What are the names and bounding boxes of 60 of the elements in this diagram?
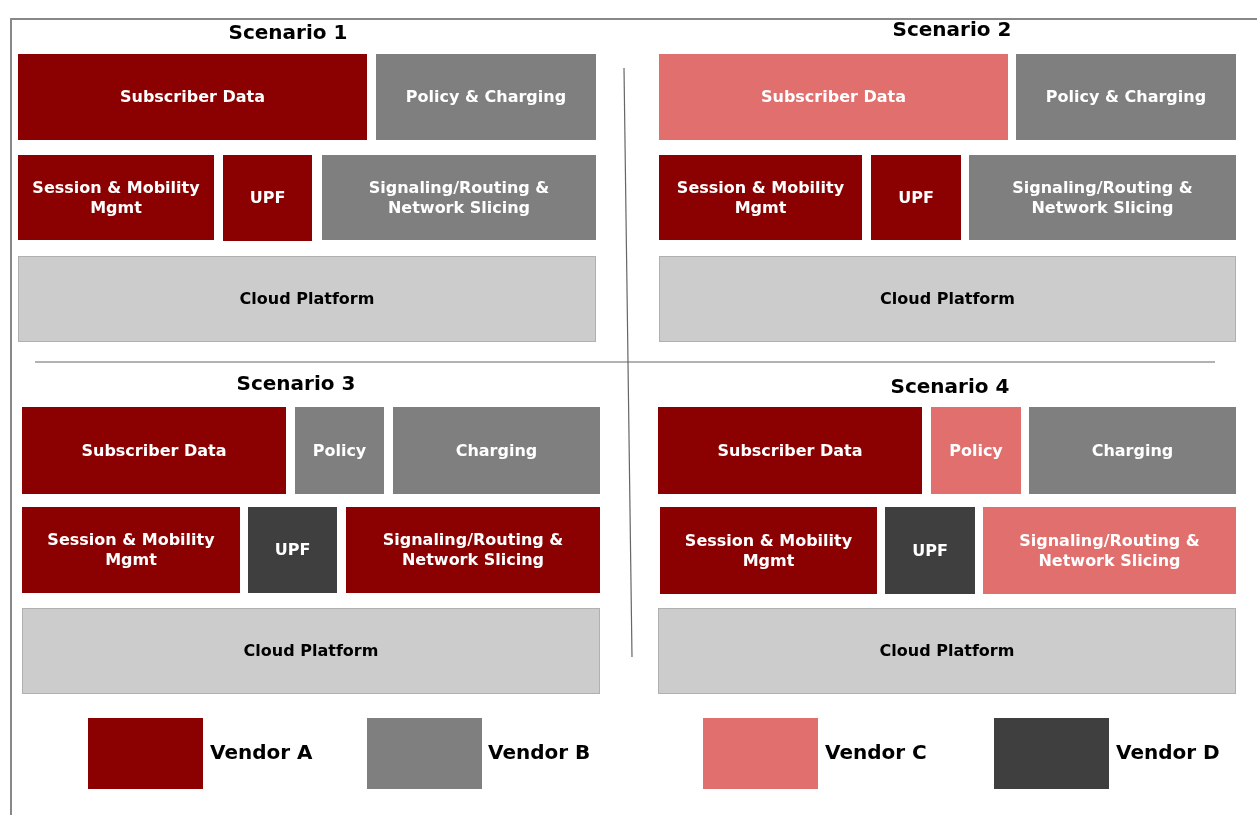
component-label: Session & Mobility Mgmt — [31, 177, 201, 218]
component-label: UPF — [911, 540, 949, 561]
component-label: Policy & Charging — [1044, 87, 1208, 107]
component-label: Cloud Platform — [238, 289, 376, 309]
component-label: UPF — [248, 188, 287, 208]
component-label: UPF — [897, 187, 935, 208]
component-box — [223, 155, 312, 241]
component-box — [22, 407, 286, 494]
component-label: Session & Mobility Mgmt — [683, 530, 854, 571]
component-box — [295, 407, 384, 494]
component-label: Subscriber Data — [716, 440, 864, 461]
component-label: UPF — [273, 540, 312, 560]
scenario-title: Scenario 3 — [236, 371, 356, 395]
component-box — [322, 155, 596, 240]
scenario-title: Scenario 1 — [228, 20, 348, 44]
component-box — [1016, 54, 1236, 140]
component-label: Subscriber Data — [118, 87, 266, 107]
component-box — [659, 155, 862, 240]
component-label: Policy & Charging — [404, 87, 568, 107]
scenario-title: Scenario 2 — [892, 17, 1012, 41]
platform-bar — [18, 256, 596, 342]
component-box — [18, 155, 214, 240]
component-box — [22, 507, 240, 593]
component-label: Charging — [454, 440, 539, 461]
component-label: Session & Mobility Mgmt — [46, 530, 216, 570]
component-box — [885, 507, 975, 594]
component-box — [931, 407, 1021, 494]
platform-bar — [22, 608, 600, 694]
component-box — [658, 407, 922, 494]
component-box — [393, 407, 600, 494]
component-label: Subscriber Data — [759, 87, 907, 107]
legend-label: Vendor B — [488, 740, 591, 764]
component-box — [983, 507, 1236, 594]
component-label: Signaling/Routing & Network Slicing — [1018, 530, 1201, 571]
component-label: Signaling/Routing & Network Slicing — [367, 177, 551, 218]
component-box — [376, 54, 596, 140]
component-label: Subscriber Data — [80, 440, 228, 461]
component-box — [248, 507, 337, 593]
component-box — [871, 155, 961, 240]
component-label: Policy — [311, 440, 368, 461]
component-box — [346, 507, 600, 593]
component-label: Signaling/Routing & Network Slicing — [381, 530, 565, 570]
legend-label: Vendor C — [825, 740, 927, 764]
component-label: Session & Mobility Mgmt — [675, 177, 846, 218]
platform-bar — [658, 608, 1236, 694]
scenario-title: Scenario 4 — [890, 374, 1010, 398]
component-box — [18, 54, 367, 140]
platform-bar — [659, 256, 1236, 342]
component-box — [659, 54, 1008, 140]
component-label: Cloud Platform — [879, 289, 1016, 309]
legend-label: Vendor D — [1116, 740, 1220, 764]
component-box — [1029, 407, 1236, 494]
component-box — [969, 155, 1236, 240]
legend-label: Vendor A — [210, 740, 313, 764]
component-label: Cloud Platform — [242, 641, 380, 661]
component-label: Signaling/Routing & Network Slicing — [1011, 177, 1194, 218]
component-label: Policy — [948, 440, 1004, 461]
component-box — [660, 507, 877, 594]
component-label: Charging — [1090, 440, 1175, 461]
component-label: Cloud Platform — [878, 641, 1016, 661]
